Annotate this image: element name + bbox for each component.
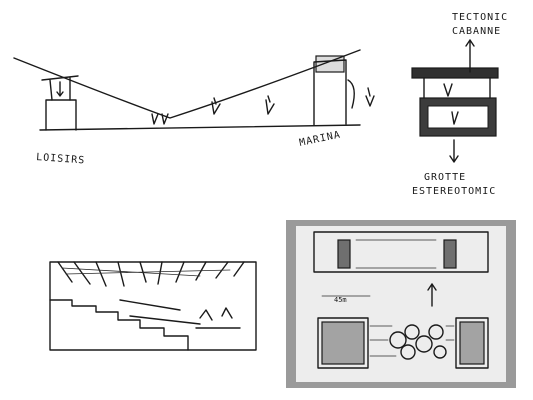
roof-louvers (57, 261, 245, 287)
section-figures (199, 307, 233, 321)
plan-arrow (427, 283, 437, 307)
interior-section-sketch (49, 261, 257, 351)
loisirs-roof (41, 75, 79, 101)
seating-lines (119, 299, 201, 325)
figure-2 (265, 95, 275, 115)
plan-sketch: 45m (286, 220, 516, 388)
marina-tower (313, 59, 347, 126)
label-grotte: GROTTE (424, 172, 466, 183)
figure-1 (211, 97, 221, 115)
ground-line (39, 124, 361, 131)
tree-2 (404, 324, 420, 340)
plan-lower-right-fill (459, 321, 485, 365)
arrow-down (449, 139, 459, 163)
stepped-seating (49, 299, 189, 351)
section-frame (49, 261, 257, 351)
plan-lower-right (455, 317, 489, 369)
plan-paving (369, 325, 455, 357)
cabanne-posts (423, 77, 491, 99)
marina-tower-top (315, 55, 345, 73)
marina-figure (365, 87, 375, 107)
plan-upper-building (313, 231, 489, 273)
roof-hatching (61, 267, 231, 277)
grotte-cavity (427, 105, 489, 129)
plan-dimension: 45m (334, 296, 347, 304)
plan-upper-inner (355, 239, 437, 269)
arrow-up (465, 39, 475, 73)
tree-5 (400, 344, 416, 360)
grotte-figure (451, 111, 459, 125)
cable-line (13, 49, 361, 119)
site-section-sketch: LOISIRS MARINA (13, 49, 375, 166)
plan-upper-left-core (337, 239, 351, 269)
label-loisirs: LOISIRS (36, 152, 86, 166)
plan-lower-left (317, 317, 369, 369)
cabanne-grotte-sketch: TECTONIC CABANNE GROTTE ESTEREOTOMIC (411, 12, 508, 197)
label-cabanne: CABANNE (452, 26, 501, 37)
tree-6 (433, 345, 447, 359)
label-marina: MARINA (298, 129, 341, 149)
plan-lower-left-fill (321, 321, 365, 365)
label-estereotomic: ESTEREOTOMIC (412, 186, 496, 197)
tree-1 (389, 331, 407, 349)
loisirs-arrow (56, 81, 64, 97)
plan-upper-right-core (443, 239, 457, 269)
figures-pair (151, 113, 169, 125)
cabanne-roof (411, 67, 499, 79)
loisirs-building (45, 99, 77, 131)
tree-4 (428, 324, 444, 340)
cabanne-figure (443, 83, 453, 97)
marina-curve (347, 79, 355, 109)
label-tectonic: TECTONIC (452, 12, 508, 23)
plan-paper (296, 226, 506, 382)
tree-3 (415, 335, 433, 353)
